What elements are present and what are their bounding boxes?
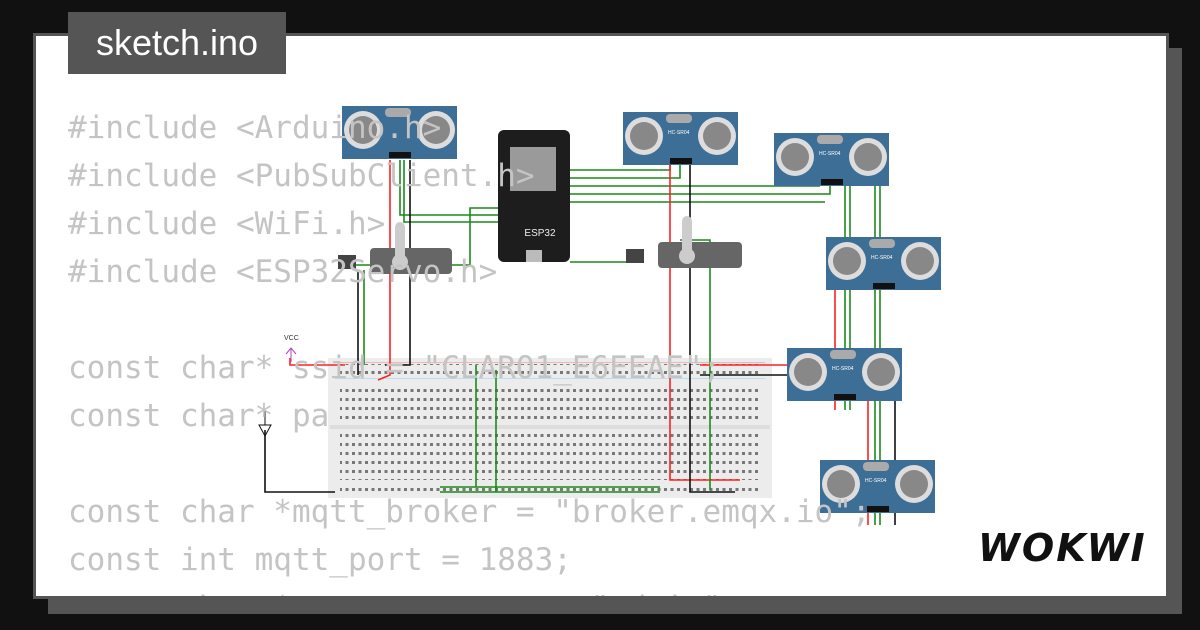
sensor-label: HC-SR04 xyxy=(819,151,841,157)
code-preview-card xyxy=(33,33,1169,599)
ultrasonic-sensor-5[interactable]: HC-SR04 xyxy=(787,348,902,401)
ultrasonic-sensor-1[interactable] xyxy=(342,106,457,159)
sensor-label: HC-SR04 xyxy=(871,255,893,261)
esp32-board[interactable]: ESP32 xyxy=(498,130,570,262)
vcc-symbol: VCC xyxy=(284,335,299,362)
ultrasonic-sensor-6[interactable]: HC-SR04 xyxy=(820,460,935,513)
esp32-label: ESP32 xyxy=(524,228,556,239)
wokwi-logo: WOKWI xyxy=(978,526,1147,570)
servo-1[interactable] xyxy=(338,222,452,274)
sensor-label: HC-SR04 xyxy=(832,366,854,372)
sensor-label: HC-SR04 xyxy=(668,130,690,136)
ground-symbol xyxy=(258,410,272,438)
sensor-label: HC-SR04 xyxy=(865,478,887,484)
vcc-label: VCC xyxy=(284,335,299,342)
file-tab-title: sketch.ino xyxy=(68,12,286,74)
servo-2[interactable] xyxy=(626,216,742,268)
ultrasonic-sensor-4[interactable]: HC-SR04 xyxy=(826,237,941,290)
breadboard[interactable] xyxy=(328,358,772,498)
ultrasonic-sensor-2[interactable]: HC-SR04 xyxy=(623,112,738,165)
ultrasonic-sensor-3[interactable]: HC-SR04 xyxy=(774,133,889,186)
